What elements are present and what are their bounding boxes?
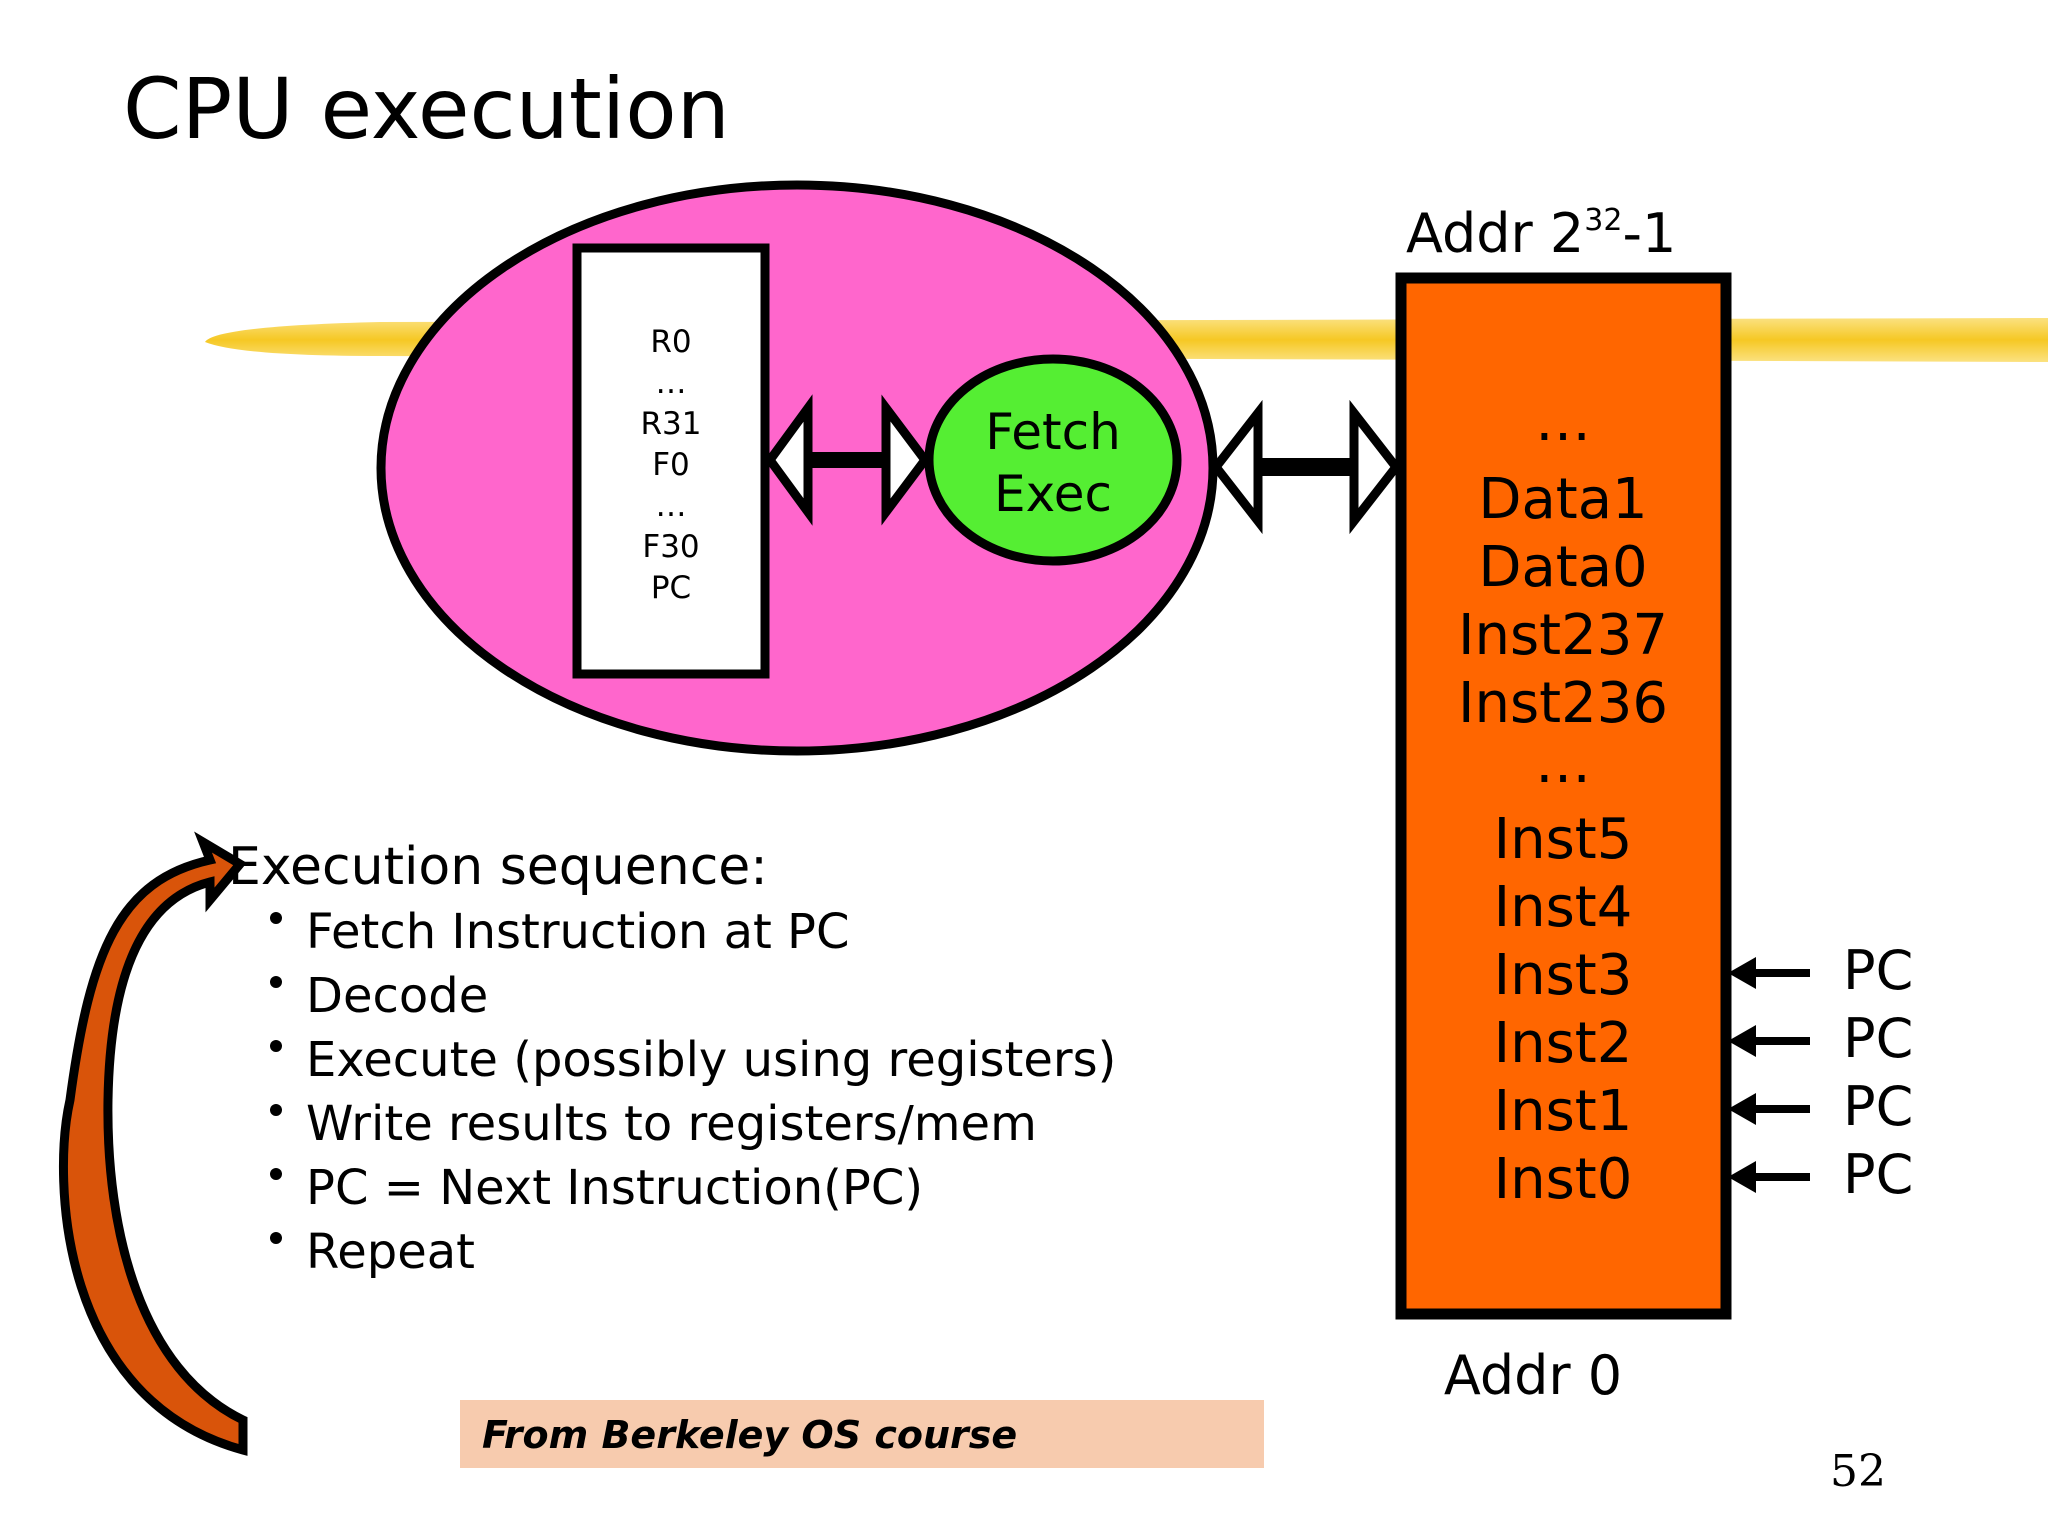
memory-item: … — [1535, 731, 1591, 796]
register-fetch-double-arrow — [764, 394, 931, 526]
sequence-heading: Execution sequence: — [228, 837, 768, 897]
fetch-label: Fetch — [985, 403, 1121, 461]
pc-pointer: PC — [1728, 939, 1913, 1002]
list-item: Execute (possibly using registers) — [270, 1032, 1116, 1088]
step-text: Write results to registers/mem — [306, 1096, 1037, 1152]
memory-item: … — [1535, 389, 1591, 454]
register-file — [572, 243, 770, 679]
list-item: Repeat — [270, 1224, 475, 1280]
memory-contents: … Data1 Data0 Inst237 Inst236 … Inst5 In… — [1458, 389, 1668, 1212]
register-label: R0 — [650, 324, 691, 360]
step-text: Decode — [306, 968, 488, 1024]
memory-item: Inst1 — [1494, 1079, 1633, 1144]
register-label: PC — [651, 570, 691, 606]
memory-item: Data0 — [1478, 535, 1647, 600]
fetch-exec-unit — [924, 354, 1182, 566]
pc-label: PC — [1843, 1143, 1913, 1206]
pc-label: PC — [1843, 1075, 1913, 1138]
exec-label: Exec — [994, 465, 1112, 523]
credit-box — [460, 1400, 1264, 1468]
list-item: Decode — [270, 968, 488, 1024]
list-item: Write results to registers/mem — [270, 1096, 1037, 1152]
memory-block — [1395, 272, 1732, 1320]
cpu-memory-double-arrow — [1210, 399, 1402, 535]
step-text: Repeat — [306, 1224, 475, 1280]
memory-item: Inst3 — [1494, 943, 1633, 1008]
step-text: Fetch Instruction at PC — [306, 904, 850, 960]
pc-label: PC — [1843, 939, 1913, 1002]
memory-item: Inst4 — [1494, 875, 1633, 940]
memory-item: Inst237 — [1458, 603, 1668, 668]
memory-item: Inst5 — [1494, 807, 1633, 872]
step-text: Execute (possibly using registers) — [306, 1032, 1116, 1088]
memory-item: Data1 — [1478, 467, 1647, 532]
pc-pointer: PC — [1728, 1075, 1913, 1138]
page-title: CPU execution — [123, 60, 730, 158]
pc-label: PC — [1843, 1007, 1913, 1070]
credit-text: From Berkeley OS course — [482, 1413, 1017, 1457]
memory-bottom-address: Addr 0 — [1444, 1344, 1622, 1407]
step-text: PC = Next Instruction(PC) — [306, 1160, 923, 1216]
repeat-loop-arrow — [58, 831, 248, 1456]
register-label: F0 — [652, 447, 690, 483]
page-number: 52 — [1830, 1446, 1886, 1497]
memory-item: Inst236 — [1458, 671, 1668, 736]
sequence-steps: Fetch Instruction at PC Decode Execute (… — [270, 904, 1116, 1280]
pc-pointers: PC PC PC PC — [1728, 939, 1913, 1206]
register-label: … — [656, 488, 687, 524]
pc-pointer: PC — [1728, 1143, 1913, 1206]
memory-item: Inst2 — [1494, 1011, 1633, 1076]
list-item: PC = Next Instruction(PC) — [270, 1160, 923, 1216]
pc-pointer: PC — [1728, 1007, 1913, 1070]
memory-top-address: Addr 232-1 — [1406, 202, 1676, 265]
list-item: Fetch Instruction at PC — [270, 904, 850, 960]
register-label: F30 — [642, 529, 699, 565]
register-list: R0 … R31 F0 … F30 PC — [641, 324, 702, 606]
register-label: … — [656, 365, 687, 401]
memory-item: Inst0 — [1494, 1147, 1633, 1212]
register-label: R31 — [641, 406, 702, 442]
